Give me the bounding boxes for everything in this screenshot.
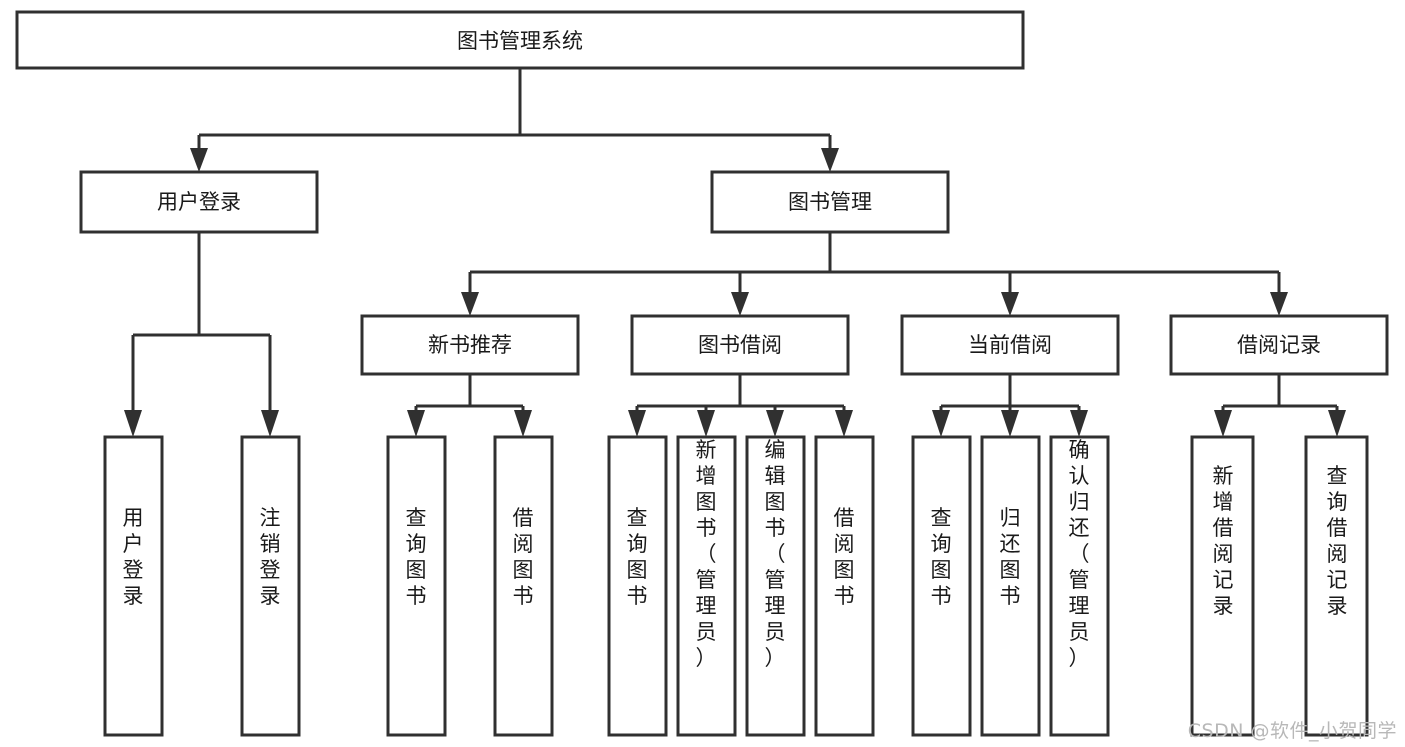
node-current-borrow[interactable]: 当前借阅 [900,314,1120,376]
node-book-borrow-label: 图书借阅 [698,333,782,357]
arrowhead-leaf-borrow-books-1 [514,410,532,437]
leaf-borrow-books-2-box[interactable] [814,435,875,737]
arrowhead-leaf-borrow-books-2 [835,410,853,437]
node-book-borrow[interactable]: 图书借阅 [630,314,850,376]
leaf-confirm-return-label: 确认归还（管理员） [1069,438,1090,670]
node-current-borrow-label: 当前借阅 [968,333,1052,357]
node-book-manage-box[interactable] [710,170,950,234]
leaf-confirm-return[interactable]: 确认归还（管理员） [1049,435,1110,737]
leaf-borrow-books-2[interactable]: 借阅图书 [814,435,875,737]
leaf-query-record-box[interactable] [1304,435,1369,737]
node-user-login-label: 用户登录 [157,190,241,214]
leaf-add-book-box[interactable] [676,435,737,737]
arrowhead-leaf-query-books-1 [407,410,425,437]
leaf-query-books-3[interactable]: 查询图书 [911,435,972,737]
arrowhead-leaf-user-login [124,410,142,437]
leaf-edit-book-box[interactable] [745,435,806,737]
arrowhead-leaf-return-book [1001,410,1019,437]
leaf-query-books-1[interactable]: 查询图书 [386,435,447,737]
node-borrow-record-label: 借阅记录 [1237,333,1321,357]
arrowhead-leaf-query-books-2 [628,410,646,437]
node-new-book-recommend-box[interactable] [360,314,580,376]
leaf-query-record[interactable]: 查询借阅记录 [1304,435,1369,737]
leaf-return-book[interactable]: 归还图书 [980,435,1041,737]
node-book-borrow-box[interactable] [630,314,850,376]
leaf-user-login-box[interactable] [103,435,164,737]
arrowhead-leaf-add-book [697,410,715,437]
leaf-edit-book-label: 编辑图书（管理员） [765,438,786,670]
node-book-manage[interactable]: 图书管理 [710,170,950,234]
leaf-query-record-label: 查询借阅记录 [1327,464,1348,618]
leaf-query-books-2-box[interactable] [607,435,668,737]
leaf-query-books-2[interactable]: 查询图书 [607,435,668,737]
arrowhead-leaf-query-record [1328,410,1346,437]
leaf-borrow-books-1-box[interactable] [493,435,554,737]
arrowhead-leaf-confirm-return [1070,410,1088,437]
leaf-add-record-label: 新增借阅记录 [1213,464,1234,618]
arrowhead-leaf-add-record [1214,410,1232,437]
leaf-user-login-label: 用户登录 [123,506,144,608]
node-root-label: 图书管理系统 [457,29,583,53]
leaf-query-books-1-box[interactable] [386,435,447,737]
arrowhead-book-borrow [731,292,749,316]
leaf-return-book-box[interactable] [980,435,1041,737]
leaf-add-record-box[interactable] [1190,435,1255,737]
arrowhead-leaf-edit-book [766,410,784,437]
node-new-book-recommend[interactable]: 新书推荐 [360,314,580,376]
leaf-user-login[interactable]: 用户登录 [103,435,164,737]
arrowhead-bookmanage [821,148,839,172]
leaf-query-books-3-label: 查询图书 [931,506,952,608]
leaf-confirm-return-box[interactable] [1049,435,1110,737]
leaf-logout-label: 注销登录 [260,506,281,608]
leaf-query-books-3-box[interactable] [911,435,972,737]
leaf-query-books-1-label: 查询图书 [406,506,427,608]
arrowhead-leaf-logout [261,410,279,437]
node-borrow-record-box[interactable] [1169,314,1389,376]
node-book-manage-label: 图书管理 [788,190,872,214]
arrowhead-userlogin [190,148,208,172]
leaf-return-book-label: 归还图书 [1000,506,1021,608]
node-current-borrow-box[interactable] [900,314,1120,376]
node-root-box[interactable] [15,10,1025,70]
arrowhead-current-borrow [1001,292,1019,316]
leaf-add-record[interactable]: 新增借阅记录 [1190,435,1255,737]
node-user-login-box[interactable] [79,170,319,234]
arrowhead-new-book-recommend [461,292,479,316]
arrowhead-borrow-record [1270,292,1288,316]
leaf-borrow-books-1-label: 借阅图书 [513,506,534,608]
node-root[interactable]: 图书管理系统 [15,10,1025,70]
node-new-book-recommend-label: 新书推荐 [428,333,512,357]
leaf-add-book-label: 新增图书（管理员） [696,438,717,670]
leaf-borrow-books-2-label: 借阅图书 [834,506,855,608]
leaf-edit-book[interactable]: 编辑图书（管理员） [745,435,806,737]
node-user-login[interactable]: 用户登录 [79,170,319,234]
leaf-logout[interactable]: 注销登录 [240,435,301,737]
leaf-logout-box[interactable] [240,435,301,737]
leaf-add-book[interactable]: 新增图书（管理员） [676,435,737,737]
node-borrow-record[interactable]: 借阅记录 [1169,314,1389,376]
arrowhead-leaf-query-books-3 [932,410,950,437]
connector-layer [124,68,1346,437]
leaf-query-books-2-label: 查询图书 [627,506,648,608]
leaf-borrow-books-1[interactable]: 借阅图书 [493,435,554,737]
